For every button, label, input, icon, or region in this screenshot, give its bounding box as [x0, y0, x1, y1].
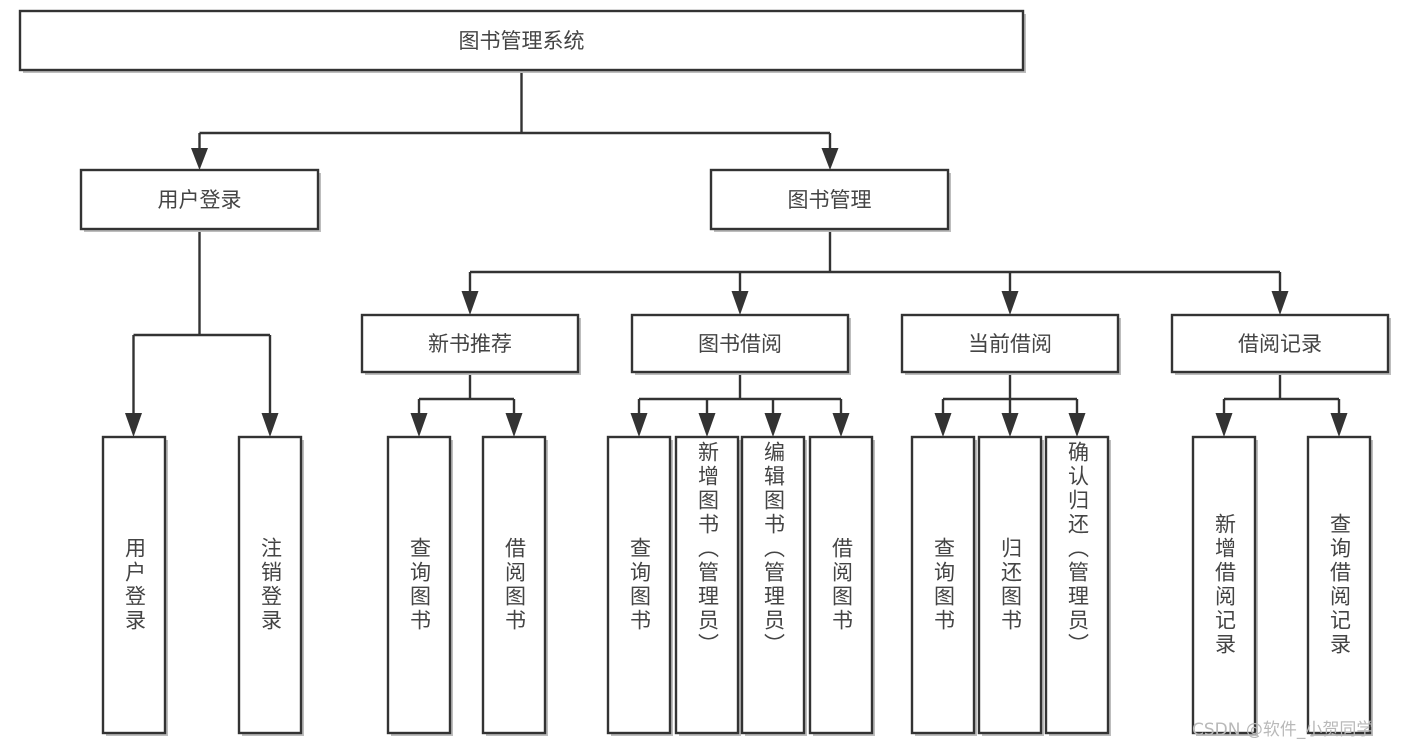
- arrow-head-borrow-record: [1271, 291, 1289, 315]
- arrow-head-nb-leaf-2: [505, 413, 523, 437]
- arrow-head-current-borrow: [1001, 291, 1019, 315]
- connector-group-book-manage: [461, 232, 1289, 315]
- node-user-login-box: [79, 168, 320, 231]
- arrow-head-cb-leaf-1: [934, 413, 952, 437]
- connector-group-user-login: [125, 232, 279, 437]
- leaf-nb-borrow-box: [481, 435, 547, 735]
- leaf-logout-box: [237, 435, 303, 735]
- node-current-borrow-box: [900, 313, 1120, 374]
- node-book-manage-label: 图书管理: [788, 188, 872, 212]
- connector-group-current-borrow: [934, 374, 1086, 437]
- connector-group-book-borrow: [630, 374, 850, 437]
- leaf-node-cb-query-book[interactable]: [910, 435, 977, 736]
- leaf-bb-borrow-box: [808, 435, 874, 735]
- leaf-user-login-box: [101, 435, 167, 735]
- leaf-node-user-login[interactable]: [101, 435, 168, 736]
- arrow-head-leaf-user-login: [125, 413, 142, 437]
- connector-group-root: [191, 70, 839, 170]
- arrow-head-bb-leaf-1: [630, 413, 648, 437]
- arrow-head-bb-leaf-3: [764, 413, 782, 437]
- connector-group-new-book: [410, 374, 523, 437]
- node-current-borrow[interactable]: 当前借阅: [900, 313, 1121, 375]
- arrow-head-user-login: [191, 148, 208, 170]
- leaf-bb-edit-box: [740, 435, 806, 735]
- leaf-node-br-query-record[interactable]: [1306, 435, 1373, 736]
- arrow-head-cb-leaf-3: [1068, 413, 1086, 437]
- watermark-label: CSDN @软件_小贺同学: [1192, 720, 1374, 740]
- node-new-book-box: [360, 313, 580, 374]
- leaf-bb-query-box: [606, 435, 672, 735]
- node-root-box: [18, 9, 1025, 72]
- node-book-borrow-label: 图书借阅: [698, 332, 782, 356]
- arrow-head-bb-leaf-2: [698, 413, 716, 437]
- arrow-head-br-leaf-1: [1215, 413, 1233, 437]
- leaf-node-bb-add-book[interactable]: [674, 435, 741, 736]
- connector-group-borrow-record: [1215, 374, 1348, 437]
- arrow-head-nb-leaf-1: [410, 413, 428, 437]
- leaf-bb-add-box: [674, 435, 740, 735]
- node-book-borrow-box: [630, 313, 850, 374]
- node-user-login[interactable]: 用户登录: [79, 168, 321, 232]
- node-borrow-record[interactable]: 借阅记录: [1170, 313, 1391, 375]
- leaf-node-bb-query-book[interactable]: [606, 435, 673, 736]
- node-root-label: 图书管理系统: [459, 29, 585, 53]
- node-borrow-record-label: 借阅记录: [1238, 332, 1322, 356]
- leaf-br-query-box: [1306, 435, 1372, 735]
- leaf-node-cb-confirm-return[interactable]: [1044, 435, 1111, 736]
- leaf-node-logout[interactable]: [237, 435, 304, 736]
- node-book-manage-box: [709, 168, 950, 231]
- leaf-node-nb-borrow-book[interactable]: [481, 435, 548, 736]
- leaf-node-bb-borrow-book[interactable]: [808, 435, 875, 736]
- leaf-cb-confirm-box: [1044, 435, 1110, 735]
- leaf-cb-query-box: [910, 435, 976, 735]
- leaf-node-br-add-record[interactable]: [1191, 435, 1258, 736]
- node-user-login-label: 用户登录: [158, 188, 242, 212]
- leaf-node-bb-edit-book[interactable]: [740, 435, 807, 736]
- node-new-book-recommend[interactable]: 新书推荐: [360, 313, 581, 375]
- leaf-cb-return-box: [977, 435, 1043, 735]
- node-root[interactable]: 图书管理系统: [18, 9, 1026, 73]
- node-book-borrow[interactable]: 图书借阅: [630, 313, 851, 375]
- leaf-node-nb-query-book[interactable]: [386, 435, 453, 736]
- leaf-br-add-box: [1191, 435, 1257, 735]
- node-new-book-label: 新书推荐: [428, 332, 512, 356]
- arrow-head-book-borrow: [731, 291, 749, 315]
- arrow-head-cb-leaf-2: [1001, 413, 1019, 437]
- arrow-head-new-book: [461, 291, 479, 315]
- node-current-borrow-label: 当前借阅: [968, 332, 1052, 356]
- arrow-head-leaf-logout: [261, 413, 279, 437]
- leaf-nb-query-box: [386, 435, 452, 735]
- leaf-node-cb-return-book[interactable]: [977, 435, 1044, 736]
- node-book-manage[interactable]: 图书管理: [709, 168, 951, 232]
- arrow-head-book-manage: [821, 148, 839, 170]
- arrow-head-br-leaf-2: [1330, 413, 1348, 437]
- arrow-head-bb-leaf-4: [832, 413, 850, 437]
- node-borrow-record-box: [1170, 313, 1390, 374]
